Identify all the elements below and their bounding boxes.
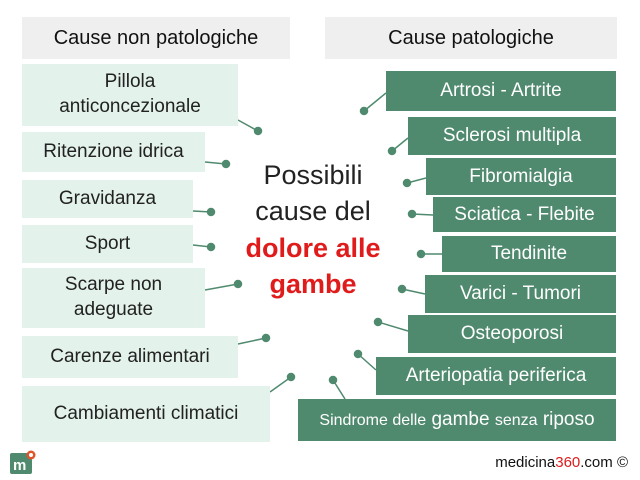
cause-label: Cambiamenti climatici <box>53 402 239 424</box>
cause-label-part: Sindrome delle <box>319 412 427 429</box>
connector-dot <box>397 284 407 294</box>
footer-credit: medicina360.com © <box>495 454 628 471</box>
connector-carenze <box>237 337 267 345</box>
cause-label: Osteoporosi <box>460 323 564 344</box>
cause-label-part: senza <box>494 412 538 429</box>
center-title-line: cause del <box>255 196 371 227</box>
cause-box-scarpe: Scarpe non adeguate <box>22 268 205 328</box>
connector-dot <box>407 209 417 219</box>
connector-cambiamenti <box>269 376 292 393</box>
cause-box-varici: Varici - Tumori <box>425 275 616 313</box>
connector-dot <box>253 126 263 136</box>
cause-box-pillola: Pillola anticoncezionale <box>22 64 238 126</box>
connector-dot <box>221 159 231 169</box>
brand-number: 360 <box>555 454 581 471</box>
cause-box-ritenzione: Ritenzione idrica <box>22 132 205 172</box>
cause-label-part: gambe <box>431 409 490 430</box>
cause-box-tendinite: Tendinite <box>442 236 616 272</box>
cause-label: Sport <box>84 232 131 254</box>
cause-label: adeguate <box>73 299 154 320</box>
cause-box-carenze: Carenze alimentari <box>22 336 238 378</box>
cause-box-sciatica: Sciatica - Flebite <box>433 197 616 232</box>
cause-label: Sclerosi multipla <box>442 125 582 146</box>
connector-dot <box>206 242 216 252</box>
connector-dot <box>286 372 296 382</box>
diagram-center-title: Possibili cause del dolore alle gambe <box>228 157 398 303</box>
connector-dot <box>359 106 369 116</box>
cause-label: Tendinite <box>490 243 568 264</box>
svg-text:m: m <box>13 457 26 474</box>
cause-box-sclerosi: Sclerosi multipla <box>408 117 616 155</box>
connector-scarpe <box>204 283 239 291</box>
center-title-highlight: gambe <box>269 269 357 300</box>
connector-dot <box>373 317 383 327</box>
connector-dot <box>416 249 426 259</box>
cause-box-arteriopatia: Arteriopatia periferica <box>376 357 616 395</box>
header-non-pathological: Cause non patologiche <box>22 17 290 59</box>
cause-label: Fibromialgia <box>469 165 573 187</box>
connector-dot <box>206 207 216 217</box>
cause-box-cambiamenti: Cambiamenti climatici <box>22 386 270 442</box>
center-title-highlight: dolore alle <box>245 232 381 263</box>
cause-box-osteoporosi: Osteoporosi <box>408 315 616 353</box>
connector-artrosi <box>363 92 387 112</box>
connector-dot <box>402 178 412 188</box>
connector-dot <box>233 279 243 289</box>
connector-dot <box>353 349 363 359</box>
connector-osteoporosi <box>377 321 409 332</box>
medicina360-logo-icon: m <box>10 450 36 474</box>
cause-label: Arteriopatia periferica <box>405 365 587 386</box>
cause-label: Ritenzione idrica <box>43 140 184 162</box>
cause-label: Scarpe non <box>64 274 163 296</box>
cause-label: Sciatica - Flebite <box>454 203 595 225</box>
brand-suffix: .com © <box>580 454 628 471</box>
cause-label-part: riposo <box>542 409 595 430</box>
cause-box-gravidanza: Gravidanza <box>22 180 193 218</box>
cause-box-sport: Sport <box>22 225 193 263</box>
cause-label: Carenze alimentari <box>50 345 210 367</box>
connector-dot <box>261 333 271 343</box>
cause-box-sindrome: Sindrome delle gambe senza riposo <box>298 399 616 441</box>
cause-label: Varici - Tumori <box>459 283 582 304</box>
cause-label: Artrosi - Artrite <box>440 80 562 101</box>
cause-label: Pillola <box>104 71 156 93</box>
connector-dot <box>387 146 397 156</box>
cause-label: Gravidanza <box>58 187 157 209</box>
brand-prefix: medicina <box>495 454 556 471</box>
center-title-line: Possibili <box>263 160 363 190</box>
connector-dot <box>328 375 338 385</box>
header-pathological: Cause patologiche <box>325 17 617 59</box>
cause-box-artrosi: Artrosi - Artrite <box>386 71 616 111</box>
cause-box-fibromialgia: Fibromialgia <box>426 158 616 195</box>
cause-label: anticoncezionale <box>59 96 201 117</box>
